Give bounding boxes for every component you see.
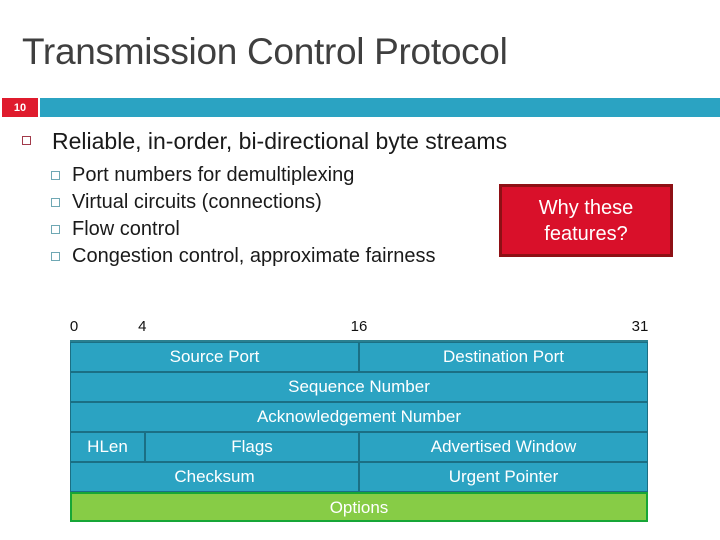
square-bullet-icon: [51, 198, 60, 207]
bullet-label: Congestion control, approximate fairness: [72, 245, 436, 267]
page-title: Transmission Control Protocol: [22, 31, 508, 72]
bullet-list: Reliable, in-order, bi-directional byte …: [0, 126, 720, 270]
bit-tick-0: 0: [69, 318, 79, 335]
bit-tick-4: 4: [138, 318, 147, 335]
tcp-field-checksum: Checksum: [70, 462, 359, 492]
tcp-field-source-port: Source Port: [70, 342, 359, 372]
tcp-field-hlen: HLen: [70, 432, 145, 462]
square-bullet-icon: [51, 252, 60, 261]
bullet-label: Virtual circuits (connections): [72, 191, 322, 213]
tcp-field-row: Sequence Number: [70, 372, 648, 402]
callout-line-1: Why these: [538, 196, 634, 219]
tcp-field-urgent-pointer: Urgent Pointer: [359, 462, 648, 492]
header-accent-strip: [40, 98, 720, 117]
bullet-label: Port numbers for demultiplexing: [72, 164, 355, 186]
tcp-field-row: Acknowledgement Number: [70, 402, 648, 432]
bit-tick-31: 31: [631, 318, 649, 335]
tcp-field-flags: Flags: [145, 432, 359, 462]
bullet-item-main: Reliable, in-order, bi-directional byte …: [0, 126, 720, 156]
bit-ruler-line: [70, 340, 648, 342]
bullet-label: Flow control: [72, 218, 180, 240]
square-bullet-icon: [22, 136, 31, 145]
bullet-label: Reliable, in-order, bi-directional byte …: [52, 128, 508, 154]
bullet-item-port-numbers: Port numbers for demultiplexing: [0, 162, 720, 189]
header-divider-bar: 10: [0, 98, 720, 117]
bit-tick-16: 16: [350, 318, 368, 335]
tcp-field-advertised-window: Advertised Window: [359, 432, 648, 462]
callout-box: Why these features?: [499, 184, 673, 257]
tcp-field-options: Options: [70, 492, 648, 522]
sub-bullet-list: Port numbers for demultiplexing Virtual …: [0, 162, 720, 270]
slide-number-badge: 10: [2, 98, 38, 117]
tcp-field-row: Options: [70, 492, 648, 522]
tcp-field-destination-port: Destination Port: [359, 342, 648, 372]
square-bullet-icon: [51, 225, 60, 234]
square-bullet-icon: [51, 171, 60, 180]
bit-ruler: 0 4 16 31: [69, 318, 649, 340]
tcp-field-acknowledgement-number: Acknowledgement Number: [70, 402, 648, 432]
bullet-item-virtual-circuits: Virtual circuits (connections): [0, 189, 720, 216]
callout-line-2: features?: [544, 222, 628, 245]
bullet-item-flow-control: Flow control: [0, 216, 720, 243]
tcp-field-sequence-number: Sequence Number: [70, 372, 648, 402]
bullet-item-congestion-control: Congestion control, approximate fairness: [0, 243, 720, 270]
